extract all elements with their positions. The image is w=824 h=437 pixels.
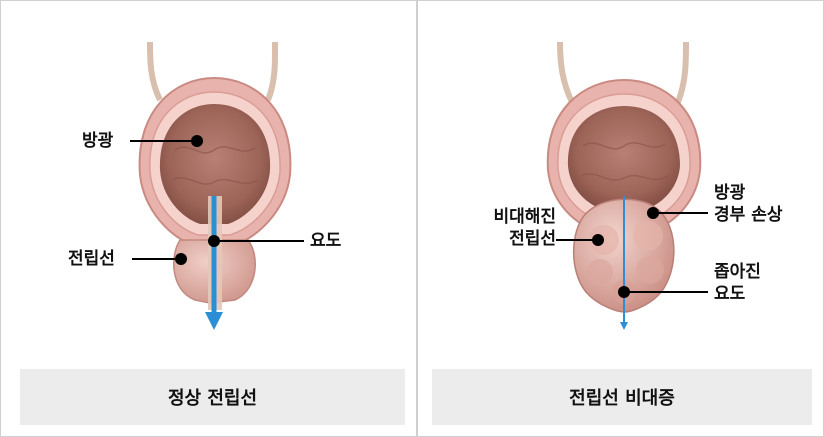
- urethra-arrow-head: [205, 312, 223, 330]
- narrowed-urethra-arrow-head: [620, 322, 628, 330]
- ureter-left: [150, 42, 160, 100]
- label-narrowed-urethra-line1: 좁아진: [714, 261, 761, 283]
- caption-normal-text: 정상 전립선: [168, 384, 257, 410]
- bladder-cavity: [568, 106, 680, 210]
- label-urethra: 요도: [310, 230, 341, 252]
- label-bladder-neck-damage: 방광 경부 손상: [714, 182, 782, 226]
- label-narrowed-urethra: 좁아진 요도: [714, 261, 761, 305]
- ureter-right: [268, 42, 275, 100]
- normal-prostate-illustration: [0, 0, 416, 369]
- ureter-right: [678, 42, 686, 102]
- caption-normal: 정상 전립선: [20, 369, 405, 425]
- label-bladder-neck-line1: 방광: [714, 182, 782, 204]
- caption-enlarged-text: 전립선 비대증: [569, 384, 675, 410]
- label-enlarged-prostate-line1: 비대해진: [462, 206, 556, 228]
- ureter-left: [560, 42, 572, 102]
- label-prostate: 전립선: [68, 248, 115, 270]
- label-bladder: 방광: [82, 130, 113, 152]
- caption-enlarged: 전립선 비대증: [432, 369, 812, 425]
- enlarged-prostate-panel: 비대해진 전립선 방광 경부 손상 좁아진 요도 전립선 비대증: [418, 0, 824, 437]
- label-bladder-neck-line2: 경부 손상: [714, 204, 782, 226]
- normal-prostate-panel: 방광 전립선 요도 정상 전립선: [0, 0, 416, 437]
- label-enlarged-prostate-line2: 전립선: [462, 228, 556, 250]
- label-narrowed-urethra-line2: 요도: [714, 283, 761, 305]
- label-enlarged-prostate: 비대해진 전립선: [462, 206, 556, 250]
